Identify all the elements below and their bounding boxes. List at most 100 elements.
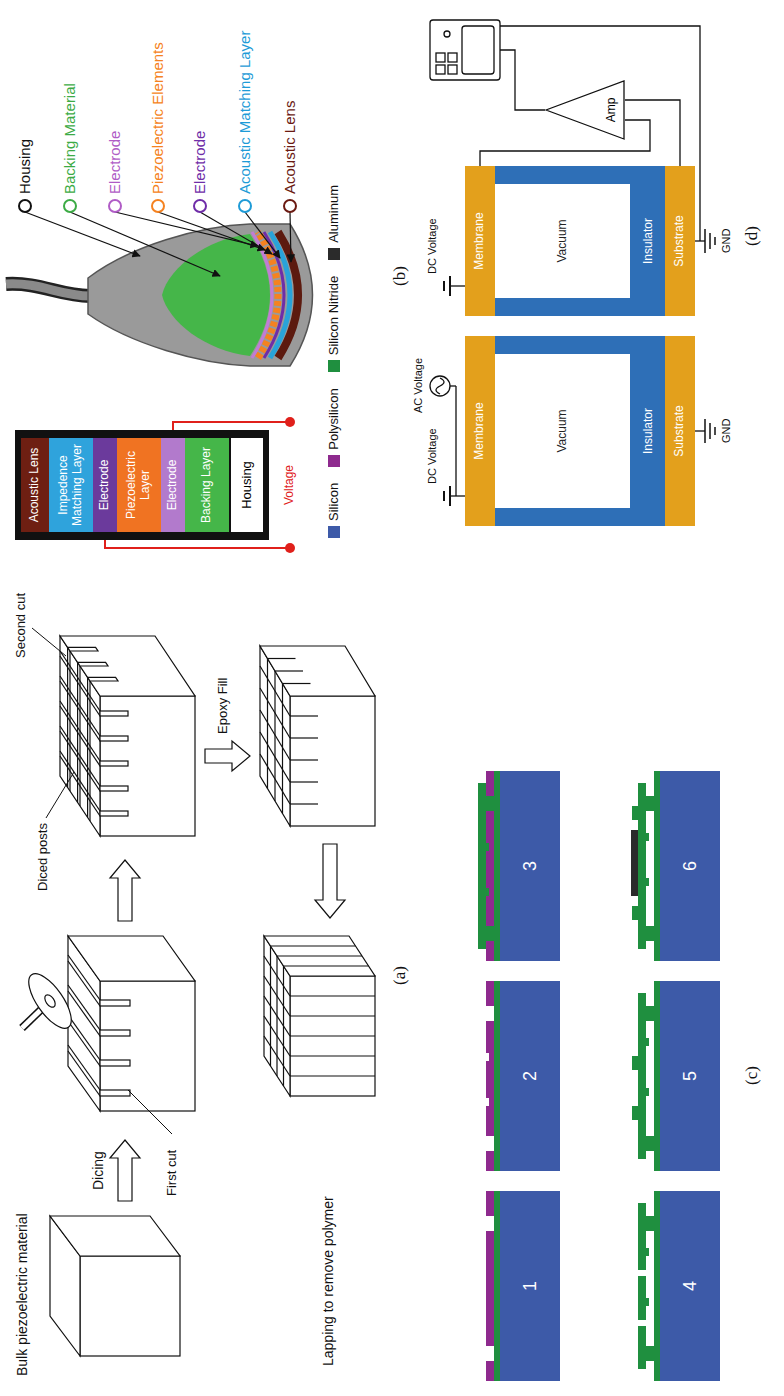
lapped-block	[277, 955, 362, 956]
label-text: First cut	[165, 1150, 180, 1196]
nitride-membrane	[646, 1136, 654, 1151]
polysilicon-layer	[486, 811, 494, 926]
epoxy-filled-block	[283, 683, 311, 684]
lapped-block	[284, 965, 369, 966]
legend-swatch	[328, 360, 340, 372]
label-text: Electrode	[191, 131, 208, 194]
label-text: Electrode	[106, 131, 123, 194]
layer-band: Impedence Matching Layer	[49, 438, 93, 532]
diced-posts-block	[100, 786, 128, 791]
probe-housing	[88, 224, 313, 366]
first-cut-block	[100, 1060, 130, 1066]
part-circle	[109, 200, 121, 212]
lapped-block	[276, 956, 277, 1076]
legend-item: Polysilicon	[326, 388, 341, 466]
node-text: Impedence Matching Layer	[57, 442, 85, 528]
nitride-membrane	[646, 1088, 649, 1096]
display-monitor	[430, 20, 500, 80]
part-circle	[152, 200, 164, 212]
dimple-etch	[486, 1098, 489, 1106]
panel-letter: (b)	[390, 266, 410, 286]
silicon-nitride-layer	[494, 771, 660, 1381]
node-text: Substrate	[673, 405, 687, 456]
dc-voltage-symbol	[443, 281, 445, 291]
layer-band: Electrode	[93, 438, 117, 532]
lapped-block	[271, 945, 356, 946]
display-monitor	[436, 53, 445, 62]
lapped-block	[283, 966, 284, 1086]
display-monitor	[448, 65, 457, 74]
dc-voltage-symbol	[443, 491, 445, 501]
amplifier-triangle	[546, 81, 624, 139]
node-text: Piezoelectric Layer	[125, 442, 153, 528]
ac-voltage-symbol	[430, 376, 450, 396]
polysilicon-layer	[486, 1191, 494, 1216]
lapped-block	[290, 976, 375, 1096]
node-text: Membrane	[473, 212, 487, 269]
substrate-layer: Substrate	[665, 336, 695, 526]
dicing-saw	[43, 993, 58, 1009]
label-text: Epoxy Fill	[216, 678, 231, 734]
nitride-membrane	[646, 1346, 654, 1361]
label-text: DC Voltage	[426, 428, 439, 484]
polysilicon-layer	[486, 1231, 494, 1346]
step-number: 3	[520, 861, 541, 871]
membrane-layer: Membrane	[465, 336, 495, 526]
label-text: Housing	[16, 139, 33, 194]
process-step: 1	[500, 1191, 560, 1381]
first-cut-block	[68, 936, 195, 1111]
epoxy-filled-block	[260, 646, 375, 696]
first-cut-block	[68, 991, 100, 1036]
circuit-wire	[500, 50, 545, 110]
node-text: Insulator	[642, 408, 656, 454]
part-circle	[194, 200, 206, 212]
legend-item: Silicon	[326, 483, 341, 538]
polysilicon-layer	[486, 1361, 494, 1381]
housing-box: HousingAcoustic LensImpedence Matching L…	[15, 430, 269, 540]
label-text: GND	[720, 229, 733, 253]
label-text: Bulk piezoelectric material	[14, 1213, 30, 1376]
diced-posts-block	[67, 647, 68, 787]
lapped-block	[270, 946, 271, 1066]
wire-connector	[625, 100, 680, 166]
nitride-membrane	[646, 1038, 649, 1046]
first-cut-block	[100, 1030, 130, 1036]
legend-text: Aluminum	[326, 185, 341, 243]
process-step: 4	[660, 1191, 720, 1381]
nitride-membrane	[486, 888, 489, 896]
probe-cable	[6, 284, 90, 296]
bulk-cube	[50, 1216, 180, 1256]
ground-symbol	[709, 423, 711, 439]
dicing-saw	[21, 967, 79, 1034]
node-text: Backing Layer	[200, 447, 214, 523]
nitride-membrane	[638, 993, 646, 1159]
dimple-etch	[486, 1053, 489, 1061]
voltage-terminal	[285, 543, 295, 553]
aluminum-electrode	[631, 830, 638, 896]
ac-voltage-symbol	[430, 376, 450, 396]
step-number: 5	[680, 1071, 701, 1081]
label-text: Diced posts	[36, 823, 51, 891]
amplifier-symbol: Amp	[545, 80, 625, 140]
process-arrow	[110, 860, 140, 921]
label-text: Lapping to remove polymer	[320, 1196, 336, 1366]
node-text: Electrode	[98, 460, 112, 511]
first-cut-block	[68, 1051, 100, 1096]
probe-layers	[278, 232, 298, 358]
nitride-membrane	[646, 796, 654, 811]
nitride-membrane	[646, 1006, 654, 1021]
lapped-block	[264, 936, 375, 976]
process-arrow	[110, 1140, 140, 1201]
bulk-cube	[80, 1256, 180, 1356]
legend-swatch	[328, 526, 340, 538]
epoxy-filled-block	[268, 658, 296, 659]
leader-line	[32, 628, 66, 656]
first-cut-block	[68, 1021, 100, 1066]
node-text: Membrane	[473, 402, 487, 459]
part-leader	[70, 212, 220, 276]
nitride-membrane	[486, 843, 489, 851]
diced-posts-block	[68, 647, 98, 651]
node-text: Vacuum	[556, 409, 570, 452]
nitride-membrane	[646, 878, 649, 886]
panel-letter: (c)	[742, 1066, 762, 1085]
